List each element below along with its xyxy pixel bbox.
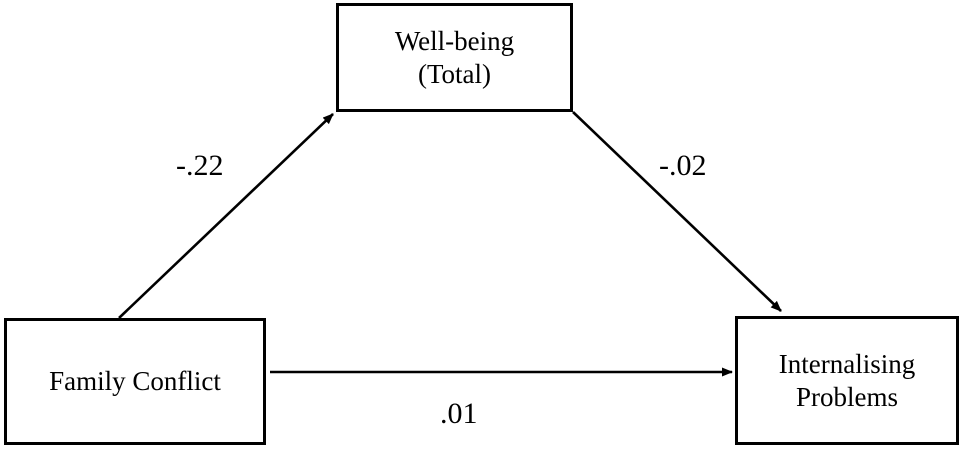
node-internalising-problems-label: Internalising Problems (778, 348, 916, 412)
b-path-coefficient-label: -.02 (659, 149, 707, 182)
node-internalising-problems: Internalising Problems (735, 316, 959, 445)
node-family-conflict: Family Conflict (4, 318, 266, 445)
a-path-coefficient-label: -.22 (176, 149, 224, 182)
c-path-coefficient-label: .01 (440, 397, 478, 430)
b-path-arrow (572, 111, 782, 312)
a-path-arrow (118, 113, 334, 319)
node-family-conflict-label: Family Conflict (49, 366, 221, 397)
node-wellbeing-label: Well-being (Total) (394, 25, 515, 89)
node-wellbeing: Well-being (Total) (336, 3, 573, 112)
